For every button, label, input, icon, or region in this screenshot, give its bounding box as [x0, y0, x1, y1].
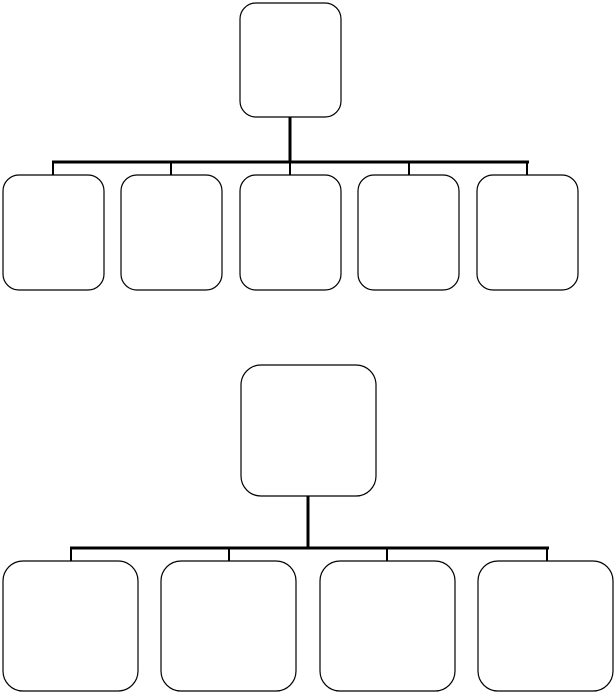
- child-node[interactable]: [239, 174, 342, 291]
- child-node-box: [476, 174, 579, 291]
- child-node[interactable]: [357, 174, 460, 291]
- root-node-box: [240, 364, 377, 497]
- root-node[interactable]: [240, 364, 377, 497]
- org-chart-top: [2, 2, 579, 291]
- root-node[interactable]: [239, 2, 342, 118]
- child-node[interactable]: [120, 174, 223, 291]
- child-node[interactable]: [319, 560, 456, 692]
- child-node-box: [357, 174, 460, 291]
- child-node[interactable]: [2, 560, 139, 692]
- child-node[interactable]: [160, 560, 297, 692]
- root-node-box: [239, 2, 342, 118]
- child-node-box: [319, 560, 456, 692]
- child-node-box: [477, 560, 614, 692]
- org-chart-bottom: [2, 364, 614, 692]
- child-node-box: [239, 174, 342, 291]
- child-node[interactable]: [476, 174, 579, 291]
- child-node-box: [160, 560, 297, 692]
- child-node[interactable]: [477, 560, 614, 692]
- child-node[interactable]: [2, 174, 105, 291]
- child-node-box: [120, 174, 223, 291]
- child-node-box: [2, 560, 139, 692]
- child-node-box: [2, 174, 105, 291]
